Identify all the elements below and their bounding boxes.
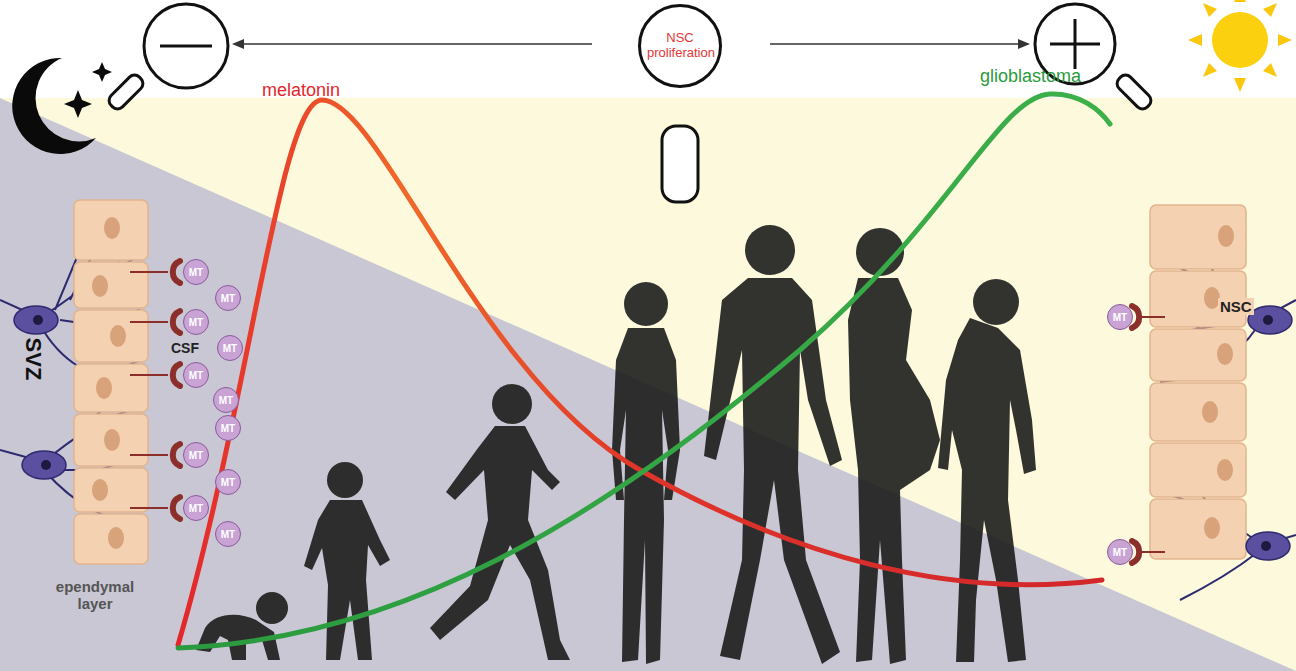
melatonin-molecule: MT (183, 495, 209, 521)
molecule-label: MT (223, 343, 237, 354)
ependymal-nuclei-left (92, 217, 126, 549)
moon (12, 58, 96, 154)
receptors-right (1132, 306, 1165, 563)
molecule-label: MT (189, 317, 203, 328)
melatonin-molecule: MT (1107, 304, 1133, 330)
molecule-label: MT (219, 395, 233, 406)
melatonin-molecule: MT (183, 309, 209, 335)
cell-label: NSC (1218, 298, 1254, 315)
proliferation-magnifier: NSC proliferation (638, 4, 722, 88)
region-label: SVZ (20, 338, 46, 381)
melatonin-molecule: MT (215, 285, 241, 311)
molecule-label: MT (189, 370, 203, 381)
melatonin-molecule: MT (183, 259, 209, 285)
molecule-label: MT (221, 477, 235, 488)
molecule-label: MT (189, 450, 203, 461)
magnifier-minus (106, 4, 228, 112)
melatonin-molecule: MT (215, 415, 241, 441)
curve-label: glioblastoma (980, 66, 1081, 87)
region-label: CSF (170, 340, 200, 356)
melatonin-molecule: MT (183, 362, 209, 388)
melatonin-molecule: MT (217, 335, 243, 361)
molecule-label: MT (221, 529, 235, 540)
ependymal-cells-left (74, 200, 148, 564)
molecule-label: MT (189, 503, 203, 514)
human-silhouettes (196, 225, 1036, 664)
molecule-label: MT (1113, 312, 1127, 323)
melatonin-molecule: MT (215, 521, 241, 547)
day-ground (0, 98, 1296, 671)
glioblastoma-curve (178, 94, 1110, 648)
layer-label: ependymal layer (50, 578, 140, 613)
molecule-label: MT (221, 423, 235, 434)
direction-arrows (232, 39, 1030, 49)
melatonin-molecule: MT (183, 442, 209, 468)
melatonin-molecule: MT (1107, 539, 1133, 565)
ependymal-cells-right (1150, 205, 1246, 559)
nsc-nuclei-right (1261, 315, 1273, 551)
molecule-label: MT (221, 293, 235, 304)
nsc-bodies-left (14, 306, 66, 479)
ependymal-nuclei-right (1202, 225, 1234, 539)
sun (1188, 0, 1292, 92)
molecule-label: MT (1113, 547, 1127, 558)
melatonin-molecule: MT (213, 387, 239, 413)
nsc-bodies-right (1246, 306, 1292, 560)
molecule-label: MT (189, 267, 203, 278)
melatonin-curve (178, 100, 1102, 645)
receptors-left (130, 261, 180, 519)
magnifier-handle (662, 126, 698, 202)
night-ground (0, 98, 1296, 671)
melatonin-molecule: MT (215, 469, 241, 495)
curve-label: melatonin (262, 80, 340, 101)
node-text: NSC proliferation (647, 31, 713, 61)
